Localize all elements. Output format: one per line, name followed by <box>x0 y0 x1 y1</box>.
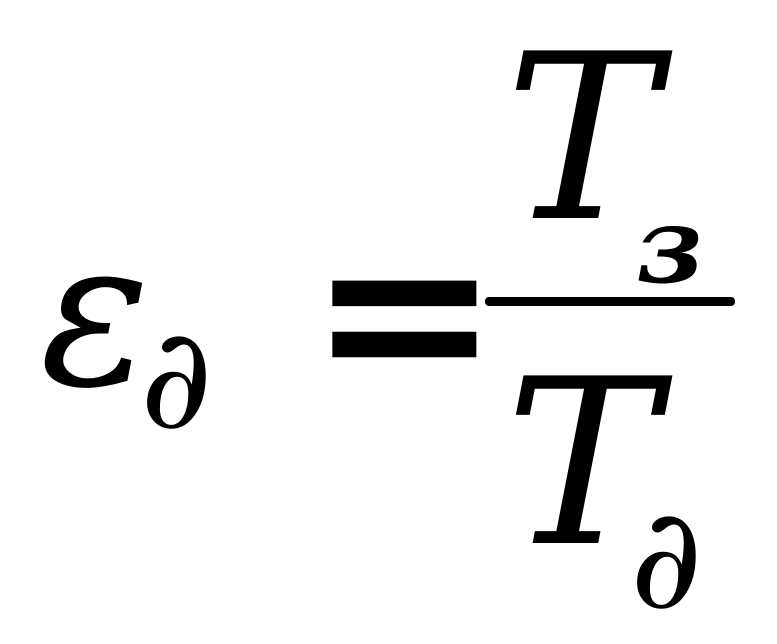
denominator-subscript: ∂ <box>630 478 703 641</box>
denominator-symbol: T <box>505 331 659 598</box>
numerator-symbol: T <box>505 6 659 273</box>
lhs-subscript: ∂ <box>140 298 213 461</box>
fraction-bar <box>485 297 735 306</box>
lhs-epsilon-symbol: ε <box>40 195 151 433</box>
numerator-subscript: з <box>636 183 704 307</box>
equals-sign: = <box>308 176 501 446</box>
